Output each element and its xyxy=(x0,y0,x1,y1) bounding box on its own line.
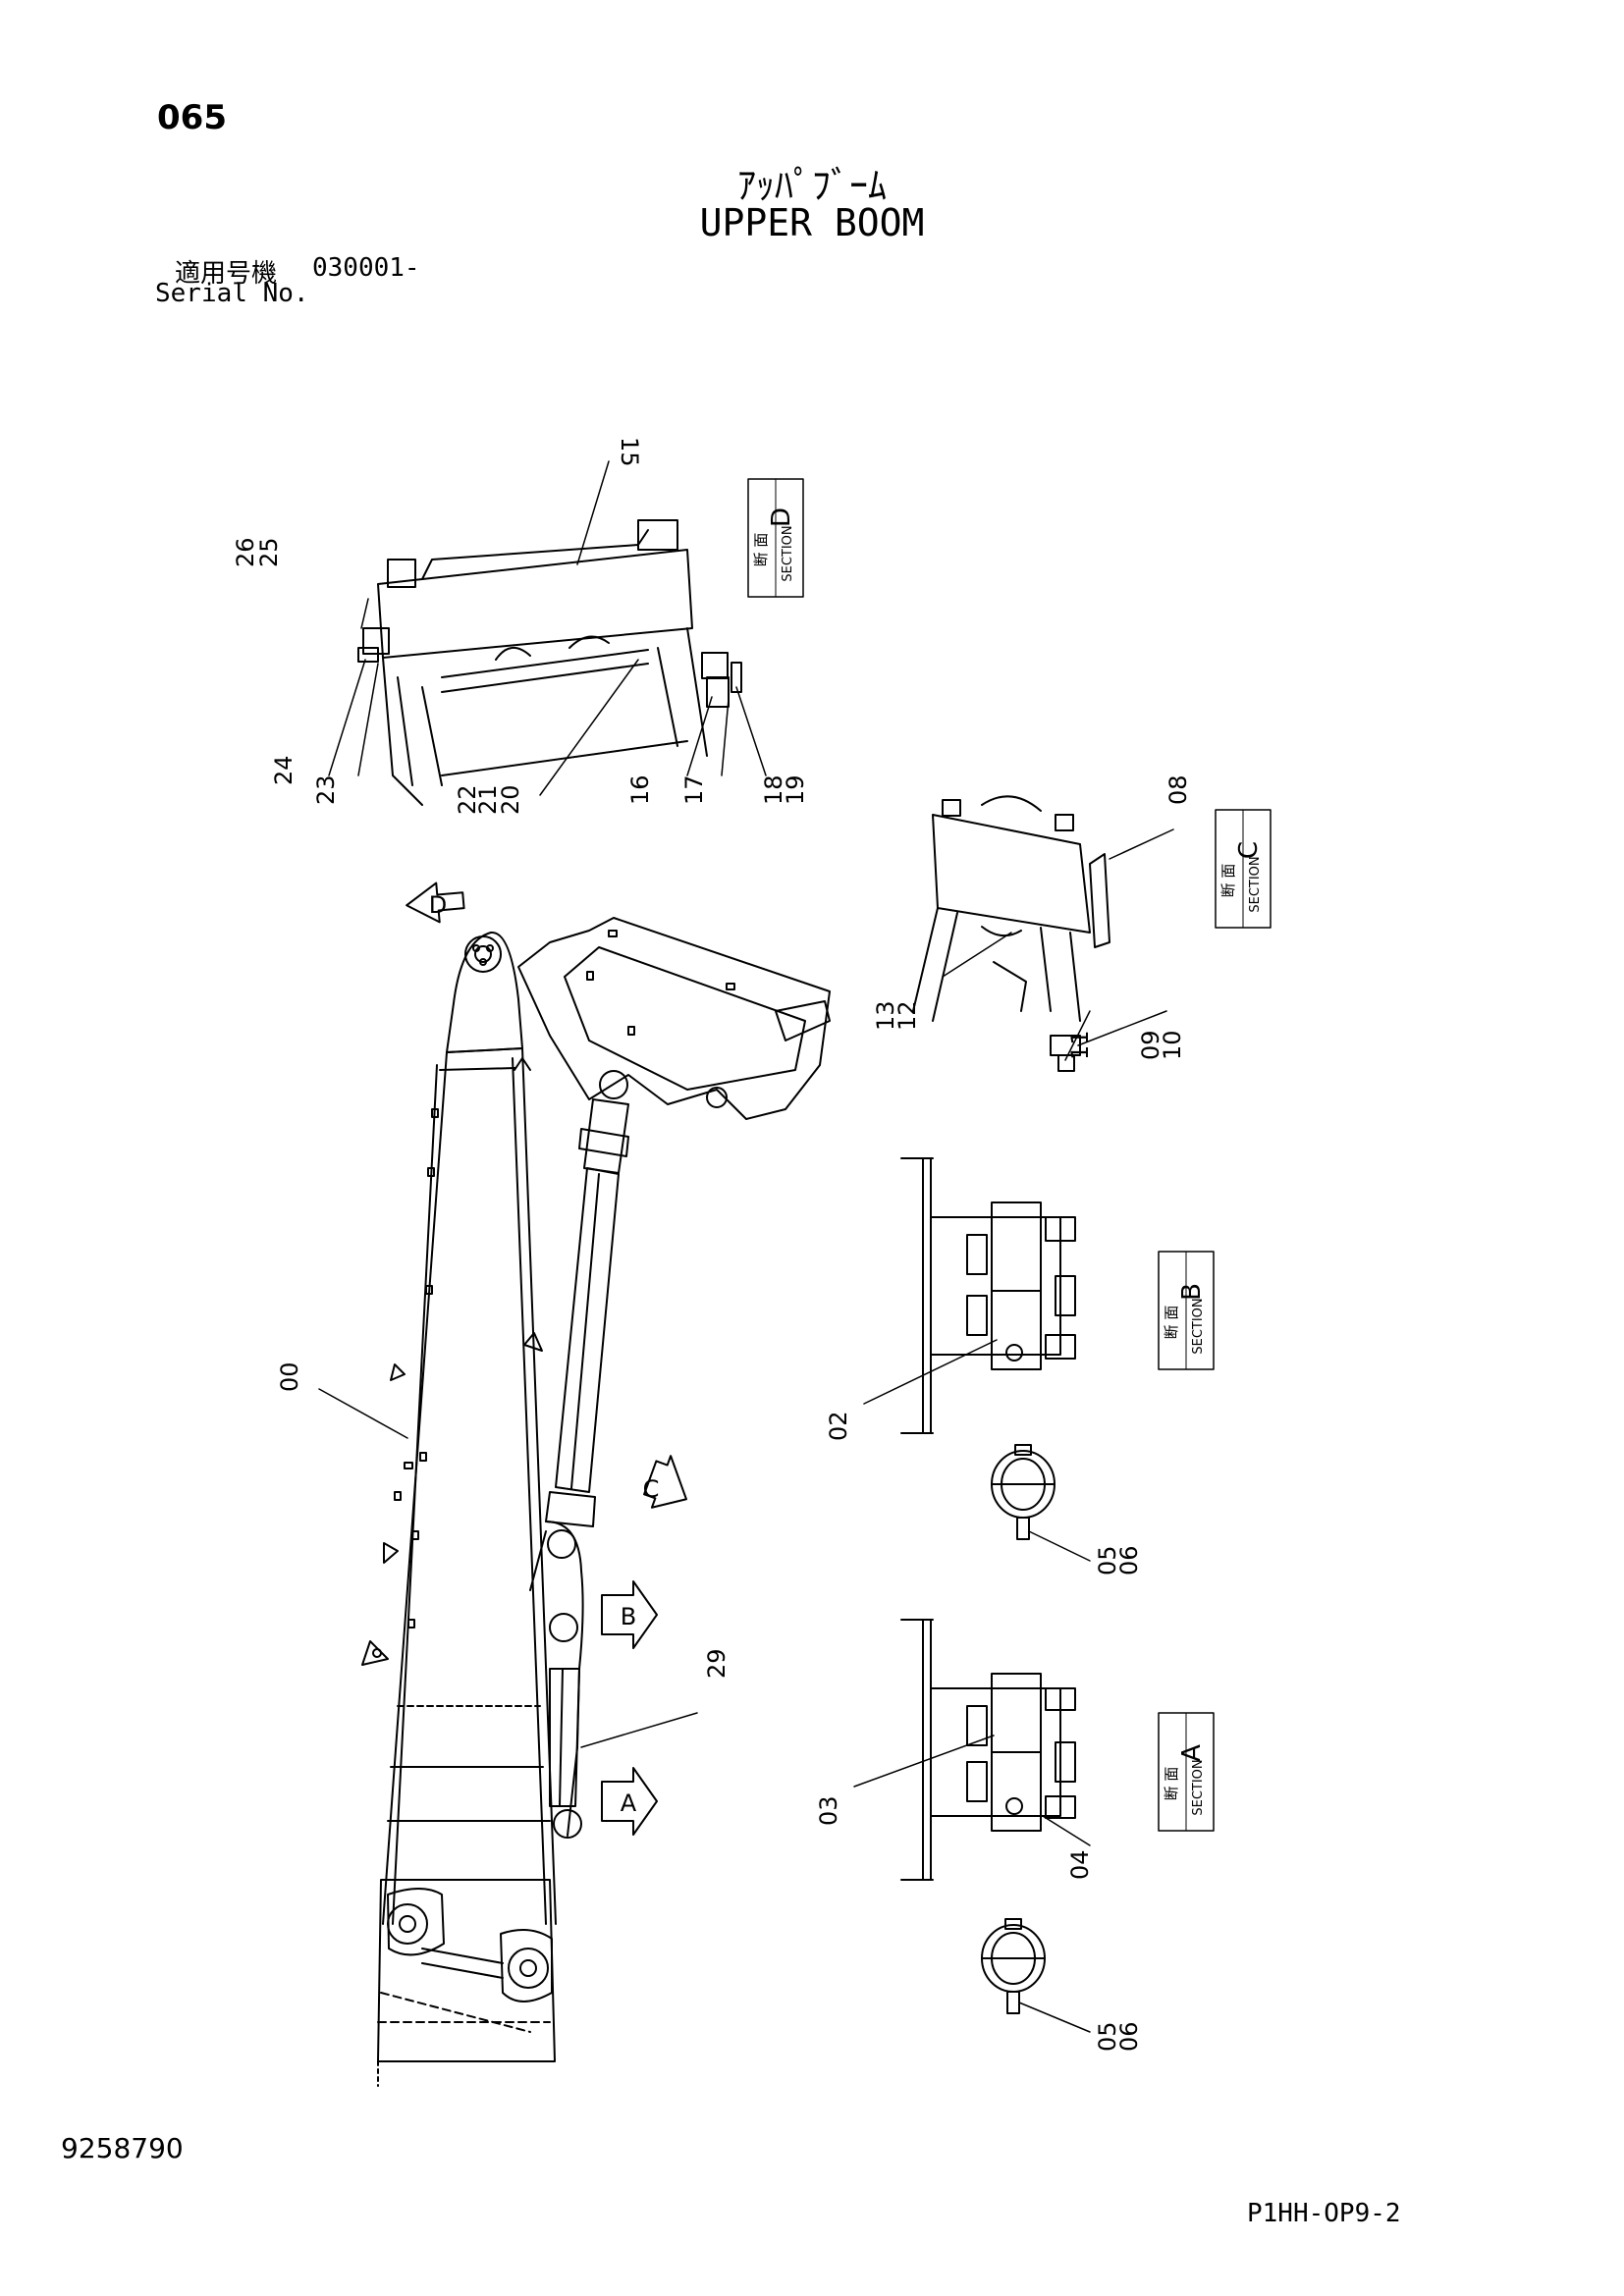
callout-24: 24 xyxy=(270,755,298,785)
section-b-detail xyxy=(900,1157,1076,1434)
callout-17: 17 xyxy=(680,774,708,805)
callout-10: 10 xyxy=(1159,1030,1186,1060)
svg-text:C: C xyxy=(643,1475,660,1503)
document-number: 9258790 xyxy=(61,2132,184,2164)
svg-text:D: D xyxy=(429,891,447,919)
view-arrow-a: A xyxy=(601,1767,658,1836)
view-arrow-c: C xyxy=(643,1455,687,1509)
callout-03: 03 xyxy=(815,1795,842,1826)
callout-23: 23 xyxy=(312,774,340,805)
section-d-label: D 断 面 SECTION xyxy=(747,478,804,598)
callout-00: 00 xyxy=(276,1362,303,1392)
svg-text:断 面: 断 面 xyxy=(752,533,770,567)
view-arrow-d: D xyxy=(406,881,465,924)
svg-text:B: B xyxy=(1177,1283,1207,1301)
serial-label-japanese: 適用号機 xyxy=(175,259,278,289)
serial-label-english: Serial No. xyxy=(155,279,309,308)
svg-text:断 面: 断 面 xyxy=(1163,1767,1180,1801)
svg-text:SECTION: SECTION xyxy=(1191,1759,1206,1815)
boom-body xyxy=(361,931,557,2087)
svg-text:断 面: 断 面 xyxy=(1163,1306,1180,1340)
callout-25: 25 xyxy=(255,537,283,567)
section-a-label: A 断 面 SECTION xyxy=(1158,1712,1215,1832)
svg-text:B: B xyxy=(621,1603,636,1630)
callout-20: 20 xyxy=(497,784,524,815)
callout-18: 18 xyxy=(760,774,787,805)
callout-29: 29 xyxy=(703,1648,731,1679)
callout-05-b: 05 xyxy=(1094,1545,1121,1575)
callout-02: 02 xyxy=(825,1411,852,1441)
pin-end-view-b xyxy=(991,1444,1056,1540)
callout-06-b: 06 xyxy=(1115,1545,1143,1575)
svg-text:A: A xyxy=(1177,1744,1207,1762)
section-c-label: C 断 面 SECTION xyxy=(1215,809,1272,929)
callout-numbers: 15 26 25 24 23 22 21 20 16 17 18 19 08 1… xyxy=(232,437,1192,2052)
title-english: UPPER BOOM xyxy=(699,201,925,244)
svg-text:SECTION: SECTION xyxy=(1191,1298,1206,1354)
section-c-detail xyxy=(912,795,1110,1072)
callout-12: 12 xyxy=(893,1000,921,1031)
callout-19: 19 xyxy=(782,774,809,805)
serial-value: 030001- xyxy=(312,253,420,283)
callout-05-a: 05 xyxy=(1094,2021,1121,2052)
section-b-label: B 断 面 SECTION xyxy=(1158,1251,1215,1370)
callout-26: 26 xyxy=(232,537,259,567)
section-a-detail xyxy=(900,1619,1076,1881)
callout-22: 22 xyxy=(454,784,481,815)
callout-11: 11 xyxy=(1066,1030,1094,1060)
callout-09: 09 xyxy=(1137,1030,1164,1060)
callout-15: 15 xyxy=(616,437,643,467)
svg-text:SECTION: SECTION xyxy=(1248,856,1263,912)
title-japanese: ｱｯﾊﾟﾌﾞｰﾑ xyxy=(736,164,887,207)
svg-text:D: D xyxy=(767,507,796,527)
svg-text:C: C xyxy=(1234,841,1264,859)
svg-text:SECTION: SECTION xyxy=(781,525,795,581)
callout-13: 13 xyxy=(872,1000,899,1031)
cylinder-assembly xyxy=(517,917,831,1839)
sheet-code: P1HH-OP9-2 xyxy=(1247,2199,1401,2228)
callout-06-a: 06 xyxy=(1115,2021,1143,2052)
section-d-detail xyxy=(357,519,742,806)
callout-21: 21 xyxy=(474,784,502,815)
callout-04: 04 xyxy=(1066,1849,1094,1880)
leader-lines xyxy=(318,460,1174,2033)
svg-text:A: A xyxy=(621,1789,637,1817)
svg-text:断 面: 断 面 xyxy=(1219,864,1237,898)
pin-end-view-a xyxy=(981,1918,1046,2014)
page-number: 065 xyxy=(157,98,227,137)
view-arrow-b: B xyxy=(601,1580,658,1649)
callout-08: 08 xyxy=(1164,774,1192,805)
callout-16: 16 xyxy=(626,774,654,805)
